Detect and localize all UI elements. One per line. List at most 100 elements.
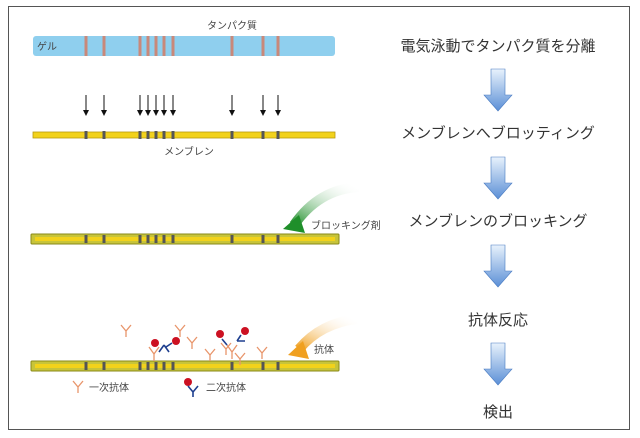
enzyme-icon: [241, 327, 249, 335]
blocked-membrane-core: [35, 237, 335, 241]
step-blotting: メンブレンへブロッティング: [401, 124, 595, 142]
secondary-antibody-icon: [165, 342, 173, 348]
blocking-arrow-shaft: [289, 182, 360, 228]
free-primary-antibodies: [120, 324, 268, 365]
membrane-band: [230, 131, 234, 139]
enzyme-icon: [151, 339, 159, 347]
membrane-band: [154, 235, 158, 243]
primary-antibody-icon: [204, 348, 216, 361]
antibody-membrane-bands: [84, 362, 280, 370]
gel-bands: [84, 36, 280, 56]
blocking-arrow-head: [283, 215, 305, 233]
protein-label: タンパク質: [207, 19, 257, 32]
membrane-band: [146, 131, 150, 139]
membrane-band: [102, 235, 106, 243]
gel: [33, 36, 335, 56]
step-antibody-reaction: 抗体反応: [468, 311, 528, 329]
membrane-band: [276, 131, 280, 139]
membrane-band: [146, 362, 150, 370]
bound-antibody-complexes: [148, 327, 249, 361]
membrane-band: [171, 235, 175, 243]
membrane-band: [154, 131, 158, 139]
membrane-band: [230, 362, 234, 370]
antibody-label: 抗体: [314, 343, 334, 356]
blocked-membrane-bands: [84, 235, 280, 243]
antibody-membrane-core: [35, 364, 335, 368]
membrane-band: [162, 235, 166, 243]
step-separation: 電気泳動でタンパク質を分離: [400, 37, 595, 55]
membrane-band: [162, 131, 166, 139]
down-arrow-head: [145, 110, 151, 116]
membrane-band: [84, 131, 88, 139]
primary-antibody-icon: [256, 346, 268, 359]
membrane-band: [102, 131, 106, 139]
membrane-band: [171, 362, 175, 370]
transfer-arrows: [83, 95, 281, 116]
protein-band: [84, 36, 88, 56]
secondary-antibody-icon: [221, 338, 228, 346]
down-arrow-head: [260, 110, 266, 116]
step-blocking: メンブレンのブロッキング: [408, 212, 587, 230]
protein-band: [276, 36, 280, 56]
diagram-frame: タンパク質 ゲル メンブレン ブロッキング剤 抗体: [8, 6, 630, 430]
protein-band: [138, 36, 142, 56]
membrane-band: [138, 131, 142, 139]
step-down-arrow-icon: [483, 342, 513, 386]
membrane-band: [154, 362, 158, 370]
down-arrow-head: [275, 110, 281, 116]
primary-antibody-legend-label: 一次抗体: [89, 381, 129, 394]
membrane-band: [261, 362, 265, 370]
down-arrow-head: [137, 110, 143, 116]
down-arrow-head: [229, 110, 235, 116]
primary-antibody-icon: [120, 324, 132, 337]
step-down-arrow-icon: [483, 156, 513, 200]
secondary-antibody-icon: [236, 334, 245, 342]
membrane-bands: [84, 131, 280, 139]
protein-band: [154, 36, 158, 56]
down-arrow-head: [170, 110, 176, 116]
western-blot-diagram: タンパク質 ゲル メンブレン ブロッキング剤 抗体: [30, 19, 596, 421]
primary-antibody-icon: [234, 352, 246, 365]
membrane-band: [261, 131, 265, 139]
down-arrow-head: [153, 110, 159, 116]
primary-antibody-icon: [226, 344, 238, 359]
secondary-antibody-legend-label: 二次抗体: [206, 381, 246, 394]
membrane-band: [138, 235, 142, 243]
protein-band: [171, 36, 175, 56]
membrane-band: [162, 362, 166, 370]
primary-antibody-icon: [148, 346, 160, 361]
step-detection: 検出: [483, 403, 513, 421]
primary-antibody-legend-icon: [72, 380, 84, 393]
membrane-band: [230, 235, 234, 243]
protein-band: [162, 36, 166, 56]
membrane-band: [276, 235, 280, 243]
primary-antibody-icon: [220, 342, 232, 355]
membrane-band: [138, 362, 142, 370]
secondary-antibody-legend-enzyme: [184, 378, 192, 386]
down-arrow-head: [83, 110, 89, 116]
protein-band: [146, 36, 150, 56]
membrane-band: [84, 235, 88, 243]
enzyme-icon: [216, 330, 224, 338]
antibody-arrow-head: [288, 341, 309, 359]
protein-band: [230, 36, 234, 56]
primary-antibody-icon: [174, 324, 186, 337]
protein-band: [261, 36, 265, 56]
gel-label: ゲル: [37, 41, 57, 53]
blocking-agent-label: ブロッキング剤: [311, 219, 381, 232]
enzyme-icon: [172, 337, 180, 345]
down-arrow-head: [101, 110, 107, 116]
membrane-band: [102, 362, 106, 370]
membrane: [32, 131, 336, 139]
membrane-band: [84, 362, 88, 370]
secondary-antibody-legend-icon: [187, 385, 199, 397]
step-arrows: [483, 68, 513, 386]
secondary-antibody-icon: [158, 344, 170, 353]
down-arrow-head: [161, 110, 167, 116]
step-down-arrow-icon: [483, 244, 513, 288]
protein-band: [102, 36, 106, 56]
membrane-band: [146, 235, 150, 243]
membrane-band: [261, 235, 265, 243]
step-down-arrow-icon: [483, 68, 513, 112]
membrane-band: [276, 362, 280, 370]
